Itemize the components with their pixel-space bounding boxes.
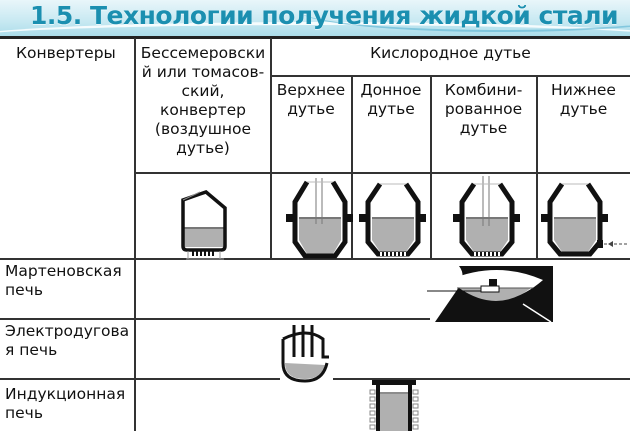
text-line: печь bbox=[5, 281, 43, 299]
divider bbox=[134, 38, 136, 431]
row-label-induction: Индукционная печь bbox=[5, 385, 125, 423]
divider bbox=[430, 75, 432, 258]
open-hearth-furnace-icon bbox=[427, 266, 553, 323]
row-label-converters: Конвертеры bbox=[16, 44, 116, 62]
text-line: дутье bbox=[559, 100, 608, 118]
combined-blowing-converter-icon bbox=[453, 176, 520, 257]
text-line: Индукционная bbox=[5, 385, 126, 403]
text-line: рованное bbox=[444, 100, 523, 118]
top-blowing-converter-icon bbox=[286, 178, 353, 259]
text-line: Нижнее bbox=[551, 81, 616, 99]
text-line: я печь bbox=[5, 341, 58, 359]
text-line: дутье bbox=[459, 119, 508, 137]
text-line: й или томасов- bbox=[141, 63, 265, 81]
header-bessemer: Бессемеровски й или томасов- ский, конве… bbox=[136, 44, 270, 158]
table-top-border bbox=[0, 36, 630, 39]
divider bbox=[333, 378, 630, 380]
header-bottom-blowing: Донное дутье bbox=[352, 81, 430, 119]
electric-arc-furnace-icon bbox=[281, 325, 329, 383]
bessemer-converter-icon bbox=[181, 190, 227, 260]
text-line: Комбини- bbox=[444, 81, 523, 99]
text-line: Электродугова bbox=[5, 322, 130, 340]
decorative-swoosh bbox=[300, 0, 630, 32]
text-line: Верхнее bbox=[276, 81, 346, 99]
divider bbox=[0, 258, 630, 260]
text-line: Донное bbox=[360, 81, 422, 99]
title-banner: 1.5. Технологии получения жидкой стали bbox=[0, 0, 630, 38]
divider bbox=[536, 75, 538, 258]
header-lower-blowing: Нижнее дутье bbox=[537, 81, 630, 119]
row-label-open-hearth: Мартеновская печь bbox=[5, 262, 122, 300]
text-line: ский, bbox=[181, 82, 225, 100]
text-line: печь bbox=[5, 404, 43, 422]
page-title: 1.5. Технологии получения жидкой стали bbox=[30, 1, 619, 30]
lower-blowing-converter-icon bbox=[541, 182, 628, 257]
text-line: дутье bbox=[287, 100, 335, 118]
text-line: Мартеновская bbox=[5, 262, 122, 280]
text-line: конвертер bbox=[160, 101, 246, 119]
header-top-blowing: Верхнее дутье bbox=[271, 81, 351, 119]
divider bbox=[270, 75, 630, 77]
text-line: дутье) bbox=[176, 139, 230, 157]
text-line: дутье bbox=[367, 100, 415, 118]
header-oxygen-blowing: Кислородное дутье bbox=[370, 44, 531, 62]
divider bbox=[351, 75, 353, 258]
divider bbox=[134, 172, 630, 174]
text-line: (воздушное bbox=[154, 120, 252, 138]
decorative-swoosh bbox=[0, 22, 630, 38]
divider bbox=[0, 378, 280, 380]
divider bbox=[270, 38, 272, 258]
bottom-blowing-converter-icon bbox=[359, 182, 426, 257]
text-line: Бессемеровски bbox=[140, 44, 266, 62]
header-combined-blowing: Комбини- рованное дутье bbox=[431, 81, 536, 138]
divider bbox=[0, 318, 430, 320]
row-label-electric-arc: Электродугова я печь bbox=[5, 322, 129, 360]
induction-furnace-icon bbox=[369, 380, 419, 431]
